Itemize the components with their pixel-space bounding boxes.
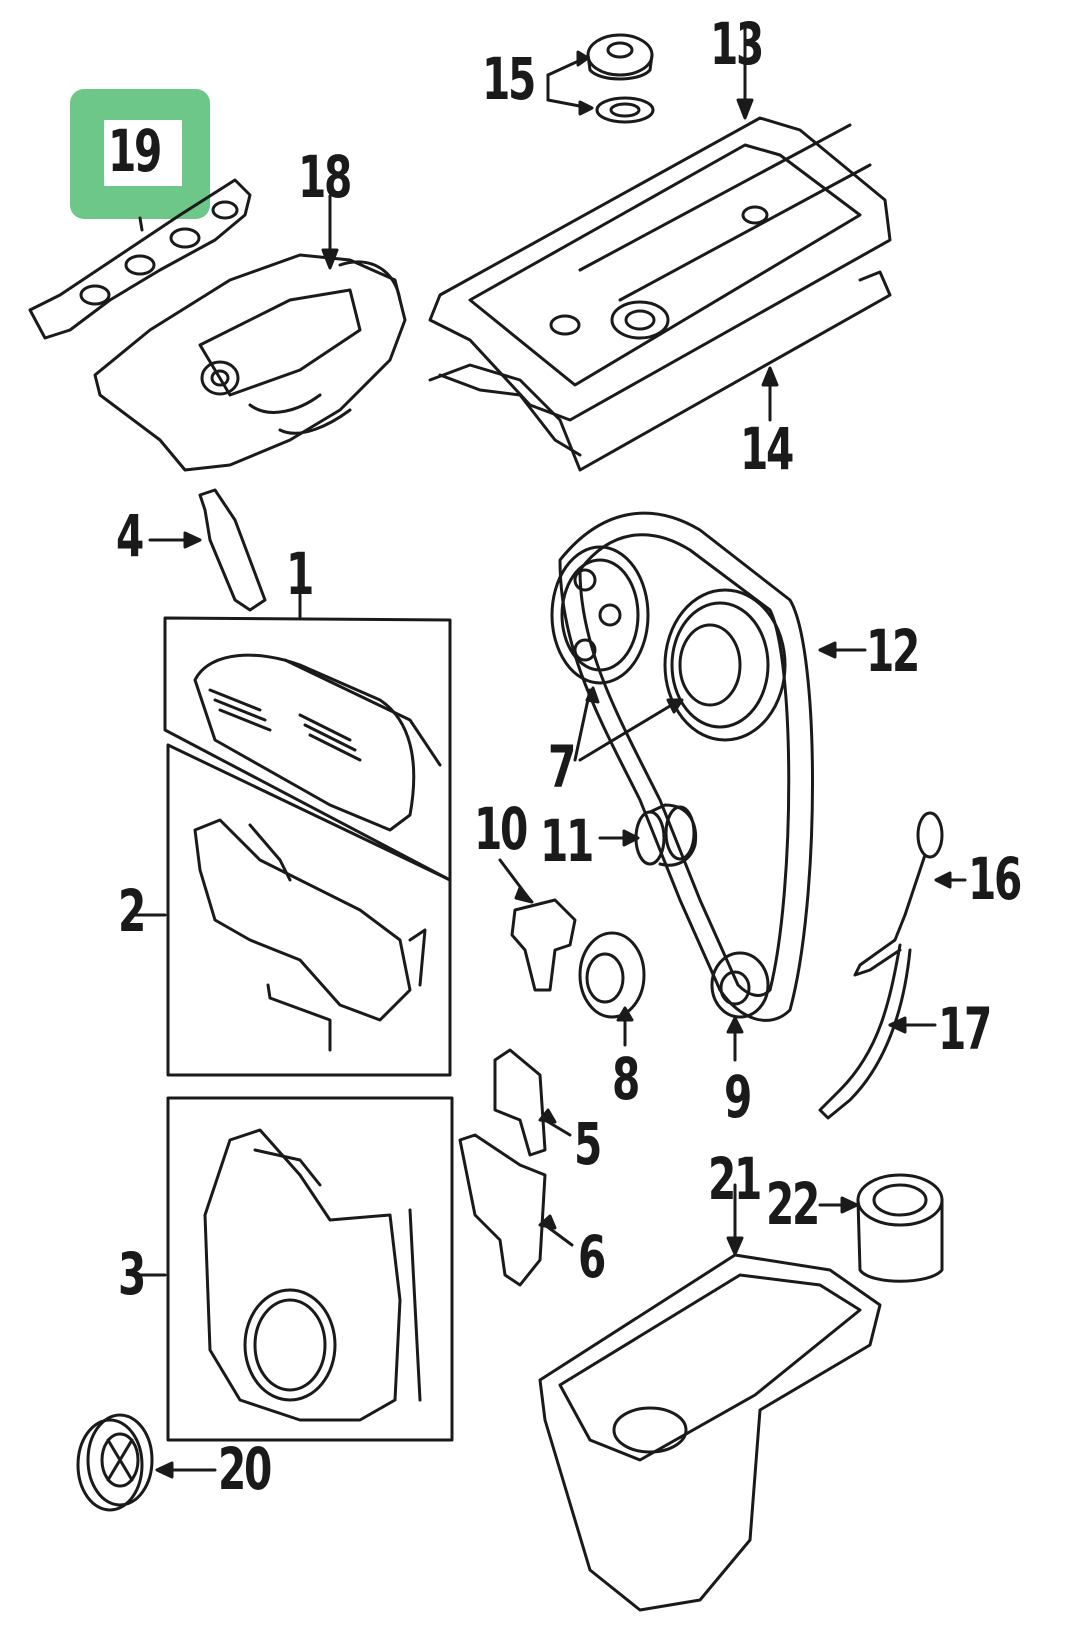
label-part-1[interactable]: 1	[286, 540, 314, 608]
label-part-22[interactable]: 22	[766, 1170, 820, 1238]
part-5-bracket[interactable]	[493, 1048, 572, 1157]
label-part-14[interactable]: 14	[740, 415, 794, 483]
label-part-18[interactable]: 18	[298, 143, 352, 211]
part-2-middle-timing-cover[interactable]	[133, 743, 452, 1077]
part-8-crank-sprocket[interactable]	[578, 931, 646, 1047]
part-4-bracket[interactable]	[148, 488, 267, 612]
part-1-upper-timing-cover[interactable]	[163, 593, 452, 882]
label-part-4[interactable]: 4	[116, 502, 144, 570]
label-part-19[interactable]: 19	[108, 117, 162, 185]
label-part-20[interactable]: 20	[218, 1435, 272, 1503]
label-part-9[interactable]: 9	[724, 1063, 752, 1131]
part-6-bracket[interactable]	[458, 1133, 574, 1287]
part-22-oil-filter[interactable]	[818, 1173, 944, 1283]
label-part-3[interactable]: 3	[118, 1240, 146, 1308]
part-10-tensioner[interactable]	[498, 858, 577, 992]
part-14-valve-cover-gasket[interactable]	[428, 270, 892, 472]
part-16-dipstick[interactable]	[853, 811, 967, 977]
label-part-17[interactable]: 17	[938, 995, 992, 1063]
label-part-10[interactable]: 10	[474, 795, 528, 863]
label-part-21[interactable]: 21	[708, 1145, 762, 1213]
part-21-oil-pan[interactable]	[538, 1183, 882, 1612]
part-7-cam-sprockets[interactable]	[550, 545, 787, 762]
label-part-11[interactable]: 11	[540, 807, 594, 875]
part-13-valve-cover[interactable]	[428, 26, 892, 422]
highlight-box-inner	[104, 120, 182, 186]
part-3-lower-timing-cover[interactable]	[133, 1096, 454, 1442]
label-part-16[interactable]: 16	[968, 845, 1022, 913]
label-part-5[interactable]: 5	[574, 1110, 602, 1178]
label-part-12[interactable]: 12	[866, 617, 920, 685]
label-part-7[interactable]: 7	[548, 733, 576, 801]
label-part-2[interactable]: 2	[118, 877, 146, 945]
part-15-oil-cap[interactable]	[546, 33, 655, 124]
part-20-crank-pulley[interactable]	[76, 1413, 217, 1512]
part-11-idler-pulley[interactable]	[598, 803, 698, 867]
label-part-13[interactable]: 13	[710, 10, 764, 78]
label-part-15[interactable]: 15	[482, 45, 536, 113]
part-12-timing-belt[interactable]	[558, 511, 867, 1022]
part-19-intake-gasket[interactable]	[28, 178, 252, 340]
label-part-8[interactable]: 8	[612, 1045, 640, 1113]
part-18-intake-manifold[interactable]	[93, 194, 407, 472]
part-17-dipstick-tube[interactable]	[818, 943, 937, 1120]
label-part-6[interactable]: 6	[578, 1223, 606, 1291]
part-9-lower-idler[interactable]	[710, 951, 770, 1062]
